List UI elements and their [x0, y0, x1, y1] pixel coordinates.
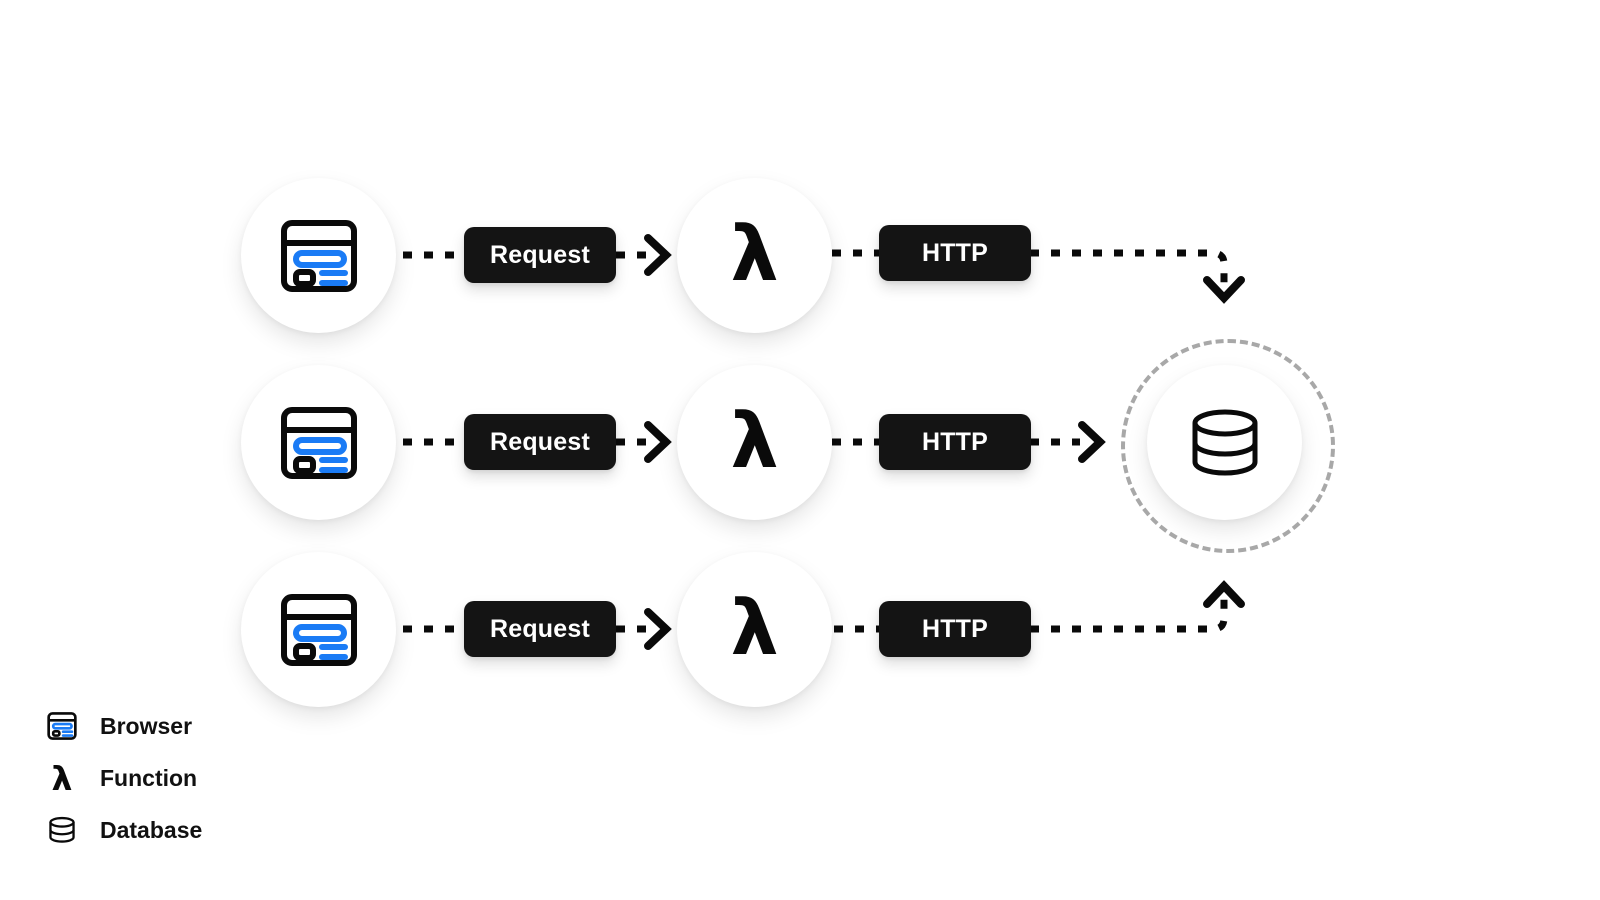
badge-http-row3[interactable]: HTTP [879, 601, 1031, 657]
function-node-row3[interactable]: λ [677, 552, 832, 707]
lambda-icon: λ [730, 582, 779, 672]
database-node[interactable] [1147, 365, 1302, 520]
lambda-icon: λ [730, 208, 779, 298]
lambda-icon: λ [51, 758, 73, 798]
badge-http-row2[interactable]: HTTP [879, 414, 1031, 470]
arrowhead-row3-to-lambda [644, 608, 672, 650]
database-dashed-ring [1121, 339, 1335, 553]
legend-item-function: λ Function [42, 752, 362, 804]
browser-icon [280, 406, 357, 479]
legend-label-browser: Browser [100, 712, 193, 739]
browser-node-row2[interactable] [241, 365, 396, 520]
badge-request-row3[interactable]: Request [464, 601, 616, 657]
edge-row3-http-to-database [1030, 598, 1228, 633]
badge-http-row1[interactable]: HTTP [879, 225, 1031, 281]
arrowhead-row1-to-lambda [644, 234, 672, 276]
arrowhead-row2-to-database [1078, 421, 1106, 463]
function-node-row1[interactable]: λ [677, 178, 832, 333]
arrowhead-row2-to-lambda [644, 421, 672, 463]
browser-node-row3[interactable] [241, 552, 396, 707]
lambda-icon: λ [730, 395, 779, 485]
legend-item-browser: Browser [42, 700, 362, 752]
legend: Browser λ Function Database [42, 700, 362, 856]
badge-request-row2[interactable]: Request [464, 414, 616, 470]
arrowhead-row3-up [1203, 580, 1245, 608]
badge-request-row1[interactable]: Request [464, 227, 616, 283]
legend-label-function: Function [100, 764, 198, 791]
database-icon [42, 815, 82, 845]
legend-label-database: Database [100, 816, 203, 843]
browser-icon [280, 593, 357, 666]
function-node-row2[interactable]: λ [677, 365, 832, 520]
browser-icon [42, 710, 82, 742]
edge-row1-http-to-database [1030, 249, 1228, 288]
browser-node-row1[interactable] [241, 178, 396, 333]
arrowhead-row1-down [1203, 276, 1245, 304]
legend-item-database: Database [42, 804, 362, 856]
database-cylinder-icon [1192, 409, 1257, 476]
browser-icon [280, 219, 357, 292]
